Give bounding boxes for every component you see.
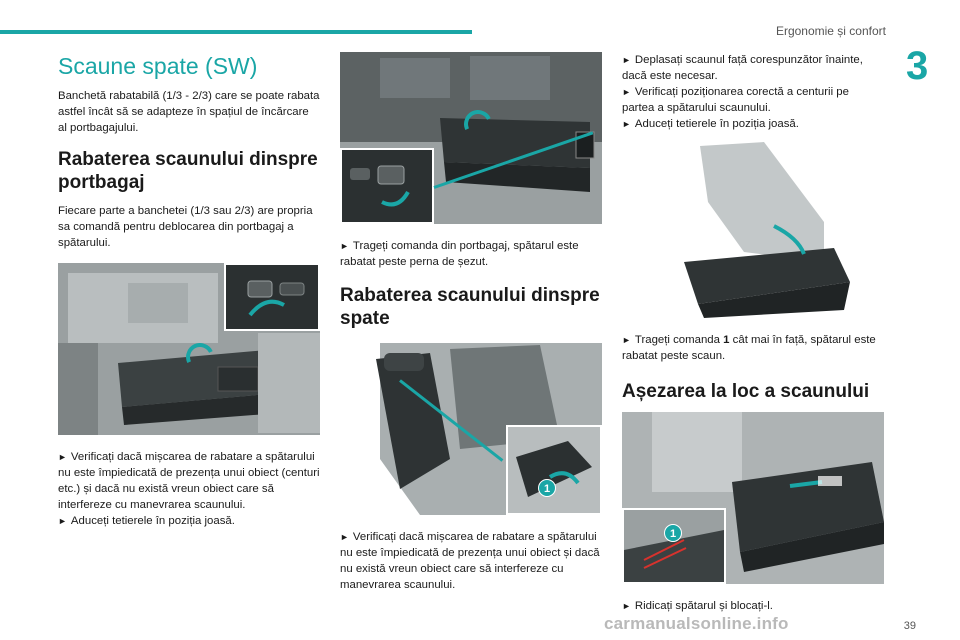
instruction-raise-and-lock: ►Ridicați spătarul și blocați-l. <box>622 600 773 612</box>
trunk-control-paragraph: Fiecare parte a banchetei (1/3 sau 2/3) … <box>58 205 313 249</box>
heading-reposition-seat: Așezarea la loc a scaunului <box>622 381 870 402</box>
bullet-arrow-icon: ► <box>622 119 631 129</box>
bullet-arrow-icon: ► <box>622 55 631 65</box>
chapter-number: 3 <box>906 44 929 88</box>
page-number: 39 <box>903 620 916 632</box>
bullet-arrow-icon: ► <box>622 335 631 345</box>
instruction-lower-headrests-rear: ►Aduceți tetierele în poziția joasă. <box>622 118 799 130</box>
bullet-arrow-icon: ► <box>58 452 67 462</box>
bullet-arrow-icon: ► <box>58 516 67 526</box>
inset-release-handle <box>340 148 434 224</box>
callout-1-badge: 1 <box>664 524 682 542</box>
seat-lever-closeup-illustration <box>508 427 600 513</box>
figure-rear-seat-lever: 1 <box>340 339 602 515</box>
bullet-arrow-icon: ► <box>622 601 631 611</box>
inset-seat-lever: 1 <box>506 425 602 515</box>
column-1: Scaune spate (SW) Banchetă rabatabilă (1… <box>58 52 320 529</box>
instruction-pull-control-1: ►Trageți comanda 1 cât mai în față, spăt… <box>622 334 876 362</box>
bullet-arrow-icon: ► <box>340 241 349 251</box>
inset-trunk-release-control <box>224 263 320 331</box>
instruction-check-obstruction: ►Verificați dacă mișcarea de rabatare a … <box>58 451 320 511</box>
heading-fold-from-rear: Rabaterea scaunului dinspre spate <box>340 285 600 329</box>
column-2: ►Trageți comanda din portbagaj, spătarul… <box>340 52 602 593</box>
inset-locking-lever: 1 <box>622 508 726 584</box>
bullet-arrow-icon: ► <box>340 532 349 542</box>
instruction-check-belt: ►Verificați poziționarea corectă a centu… <box>622 86 849 114</box>
figure-seat-folded-forward <box>674 142 854 318</box>
intro-paragraph: Banchetă rabatabilă (1/3 - 2/3) care se … <box>58 90 320 134</box>
watermark-text: carmanualsonline.info <box>604 614 789 633</box>
section-title: Scaune spate (SW) <box>58 53 258 79</box>
header-accent-rule <box>0 30 472 34</box>
handle-closeup-illustration <box>342 150 432 222</box>
control-number: 1 <box>723 334 730 346</box>
running-title: Ergonomie și confort <box>775 24 886 38</box>
release-handle-illustration <box>226 265 318 329</box>
instruction-check-obstruction-rear: ►Verificați dacă mișcarea de rabatare a … <box>340 531 600 591</box>
instruction-move-front-seat: ►Deplasați scaunul față corespunzător în… <box>622 54 863 82</box>
figure-trunk-handle-pull <box>340 52 602 224</box>
callout-1-badge: 1 <box>538 479 556 497</box>
figure-trunk-folded-seat <box>58 263 320 435</box>
instruction-lower-headrests: ►Aduceți tetierele în poziția joasă. <box>58 515 235 527</box>
locking-lever-closeup-illustration <box>624 510 724 582</box>
folded-seat-illustration <box>674 142 854 318</box>
bullet-arrow-icon: ► <box>622 87 631 97</box>
instruction-pull-trunk-control: ►Trageți comanda din portbagaj, spătarul… <box>340 240 579 268</box>
column-3: ►Deplasați scaunul față corespunzător în… <box>622 52 884 614</box>
heading-fold-from-trunk: Rabaterea scaunului dinspre portbagaj <box>58 149 318 193</box>
figure-raise-seatback: 1 <box>622 412 884 584</box>
